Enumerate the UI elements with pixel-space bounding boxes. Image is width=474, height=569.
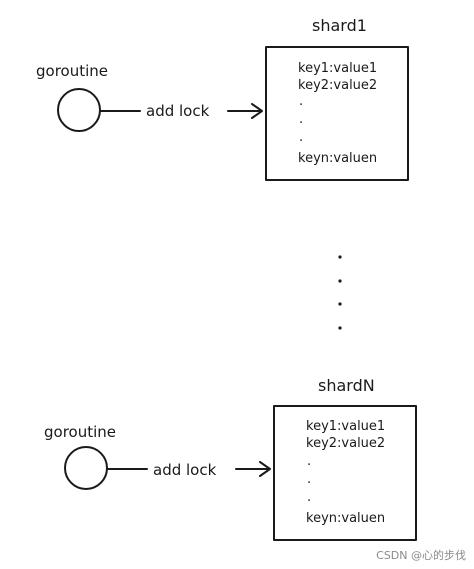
watermark: CSDN @心的步伐 xyxy=(376,549,466,562)
shardN-box xyxy=(273,405,417,541)
vertical-ellipsis xyxy=(338,255,342,330)
shard1-entry: key2:value2 xyxy=(298,78,377,93)
shardN-title: shardN xyxy=(318,376,375,395)
shardN-entry: key1:value1 xyxy=(306,419,385,434)
shardN-entry: keyn:valuen xyxy=(306,511,385,526)
arrow-top xyxy=(227,103,263,119)
shard1-entry: keyn:valuen xyxy=(298,151,377,166)
shardN-entry: key2:value2 xyxy=(306,436,385,451)
add-lock-label-bottom: add lock xyxy=(153,461,217,479)
goroutine-circle-top xyxy=(57,88,101,132)
shardN-entry: . xyxy=(307,454,311,469)
shard1-entry: . xyxy=(299,94,303,109)
shard1-entry: . xyxy=(299,112,303,127)
shard1-box xyxy=(265,46,409,181)
shardN-entry: . xyxy=(307,472,311,487)
shard1-entry: key1:value1 xyxy=(298,61,377,76)
shard1-entry: . xyxy=(299,130,303,145)
goroutine-circle-bottom xyxy=(64,446,108,490)
add-lock-label-top: add lock xyxy=(146,102,210,120)
ellipsis-dot xyxy=(338,326,342,330)
ellipsis-dot xyxy=(338,302,342,306)
ellipsis-dot xyxy=(338,255,342,259)
ellipsis-dot xyxy=(338,279,342,283)
arrow-bottom xyxy=(235,461,271,477)
shard1-title: shard1 xyxy=(312,16,367,35)
goroutine-label-top: goroutine xyxy=(36,62,108,80)
goroutine-label-bottom: goroutine xyxy=(44,423,116,441)
shardN-entry: . xyxy=(307,490,311,505)
